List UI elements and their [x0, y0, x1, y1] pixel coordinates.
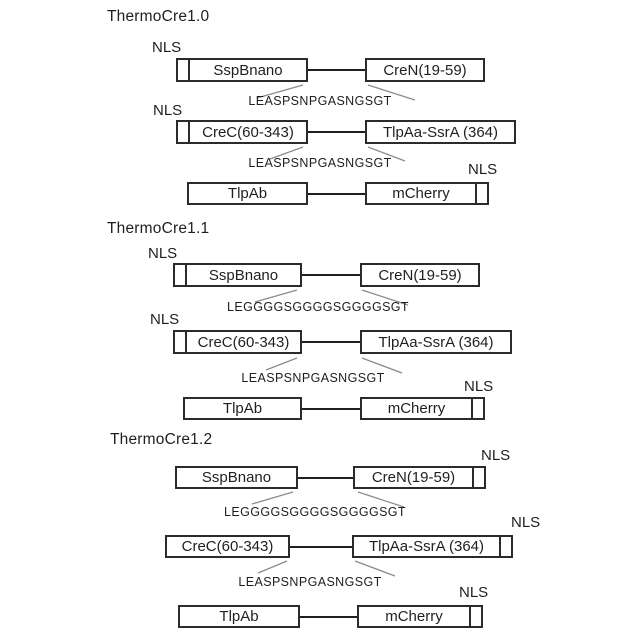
nls-label: NLS — [153, 102, 183, 119]
nls-segment — [175, 332, 187, 352]
domain-box: CreN(19-59) — [353, 466, 486, 489]
domain-box: SspBnano — [175, 466, 298, 489]
construct-row: TlpAb mCherry — [187, 182, 489, 205]
domain-box: SspBnano — [173, 263, 302, 287]
nls-segment — [175, 265, 187, 285]
construct-row: CreC(60-343) TlpAa-SsrA (364) — [165, 535, 513, 558]
construct-row: CreC(60-343) TlpAa-SsrA (364) — [176, 120, 516, 144]
domain-box: TlpAa-SsrA (364) — [365, 120, 516, 144]
nls-segment — [475, 184, 487, 203]
nls-label: NLS — [481, 447, 511, 464]
nls-segment — [178, 122, 190, 142]
linker-label: LEASPSNPGASNGSGT — [241, 371, 385, 385]
nls-label: NLS — [459, 584, 489, 601]
construct-row: SspBnano CreN(19-59) — [173, 263, 480, 287]
section-title: ThermoCre1.2 — [110, 431, 213, 448]
domain-box-label: SspBnano — [208, 266, 279, 284]
domain-box-label: TlpAb — [222, 400, 263, 417]
pointer-line — [257, 560, 288, 574]
linker-label: LEASPSNPGASNGSGT — [248, 94, 392, 108]
connector-line — [300, 615, 357, 618]
domain-box: CreN(19-59) — [365, 58, 485, 82]
nls-segment — [178, 60, 190, 80]
domain-box-label: mCherry — [392, 185, 450, 202]
construct-row: CreC(60-343) TlpAa-SsrA (364) — [173, 330, 512, 354]
domain-box-label: SspBnano — [213, 61, 283, 79]
connector-line — [308, 131, 365, 133]
domain-box-label: CreC(60-343) — [197, 333, 290, 351]
connector-line — [302, 341, 360, 343]
domain-box-label: TlpAb — [219, 608, 259, 625]
domain-box: SspBnano — [176, 58, 308, 82]
connector-line — [308, 69, 365, 71]
linker-label: LEGGGGSGGGGSGGGGSGT — [227, 300, 409, 314]
domain-box-label: mCherry — [387, 400, 446, 417]
domain-box-label: CreN(19-59) — [371, 469, 456, 486]
domain-box: TlpAa-SsrA (364) — [352, 535, 513, 558]
connector-line — [302, 274, 360, 276]
domain-box: mCherry — [357, 605, 483, 628]
nls-label: NLS — [150, 311, 180, 328]
domain-box-label: TlpAa-SsrA (364) — [368, 538, 485, 555]
domain-box-label: CreN(19-59) — [378, 266, 462, 284]
domain-box: mCherry — [365, 182, 489, 205]
domain-box: CreC(60-343) — [173, 330, 302, 354]
domain-box-label: SspBnano — [201, 469, 272, 486]
nls-label: NLS — [152, 39, 182, 56]
domain-box-label: CreN(19-59) — [383, 61, 467, 79]
domain-box-label: CreC(60-343) — [202, 123, 294, 141]
connector-line — [298, 476, 353, 479]
domain-box: TlpAa-SsrA (364) — [360, 330, 512, 354]
domain-box: mCherry — [360, 397, 485, 420]
nls-segment — [469, 607, 481, 626]
connector-line — [302, 407, 360, 410]
construct-row: TlpAb mCherry — [183, 397, 485, 420]
linker-label: LEASPSNPGASNGSGT — [238, 575, 382, 589]
nls-label: NLS — [148, 245, 178, 262]
nls-label: NLS — [511, 514, 541, 531]
connector-line — [308, 192, 365, 195]
nls-segment — [472, 468, 484, 487]
domain-box: CreN(19-59) — [360, 263, 480, 287]
nls-segment — [471, 399, 483, 418]
nls-label: NLS — [468, 161, 498, 178]
construct-row: SspBnano CreN(19-59) — [175, 466, 486, 489]
pointer-line — [251, 491, 294, 505]
section-title: ThermoCre1.1 — [107, 220, 210, 237]
section-title: ThermoCre1.0 — [107, 8, 210, 25]
pointer-line — [265, 357, 298, 371]
domain-box-label: mCherry — [385, 608, 443, 625]
nls-label: NLS — [464, 378, 494, 395]
linker-label: LEGGGGSGGGGSGGGGSGT — [224, 505, 406, 519]
construct-row: SspBnano CreN(19-59) — [176, 58, 485, 82]
domain-box: CreC(60-343) — [176, 120, 308, 144]
domain-box-label: TlpAb — [227, 185, 268, 202]
domain-box: TlpAb — [183, 397, 302, 420]
nls-segment — [499, 537, 511, 556]
linker-label: LEASPSNPGASNGSGT — [248, 156, 392, 170]
domain-box-label: CreC(60-343) — [181, 538, 274, 555]
pointer-line — [354, 560, 396, 577]
domain-box-label: TlpAa-SsrA (364) — [382, 123, 499, 141]
domain-box: CreC(60-343) — [165, 535, 290, 558]
construct-row: TlpAb mCherry — [178, 605, 483, 628]
connector-line — [290, 545, 352, 548]
domain-box: TlpAb — [187, 182, 308, 205]
domain-box: TlpAb — [178, 605, 300, 628]
domain-box-label: TlpAa-SsrA (364) — [378, 333, 494, 351]
